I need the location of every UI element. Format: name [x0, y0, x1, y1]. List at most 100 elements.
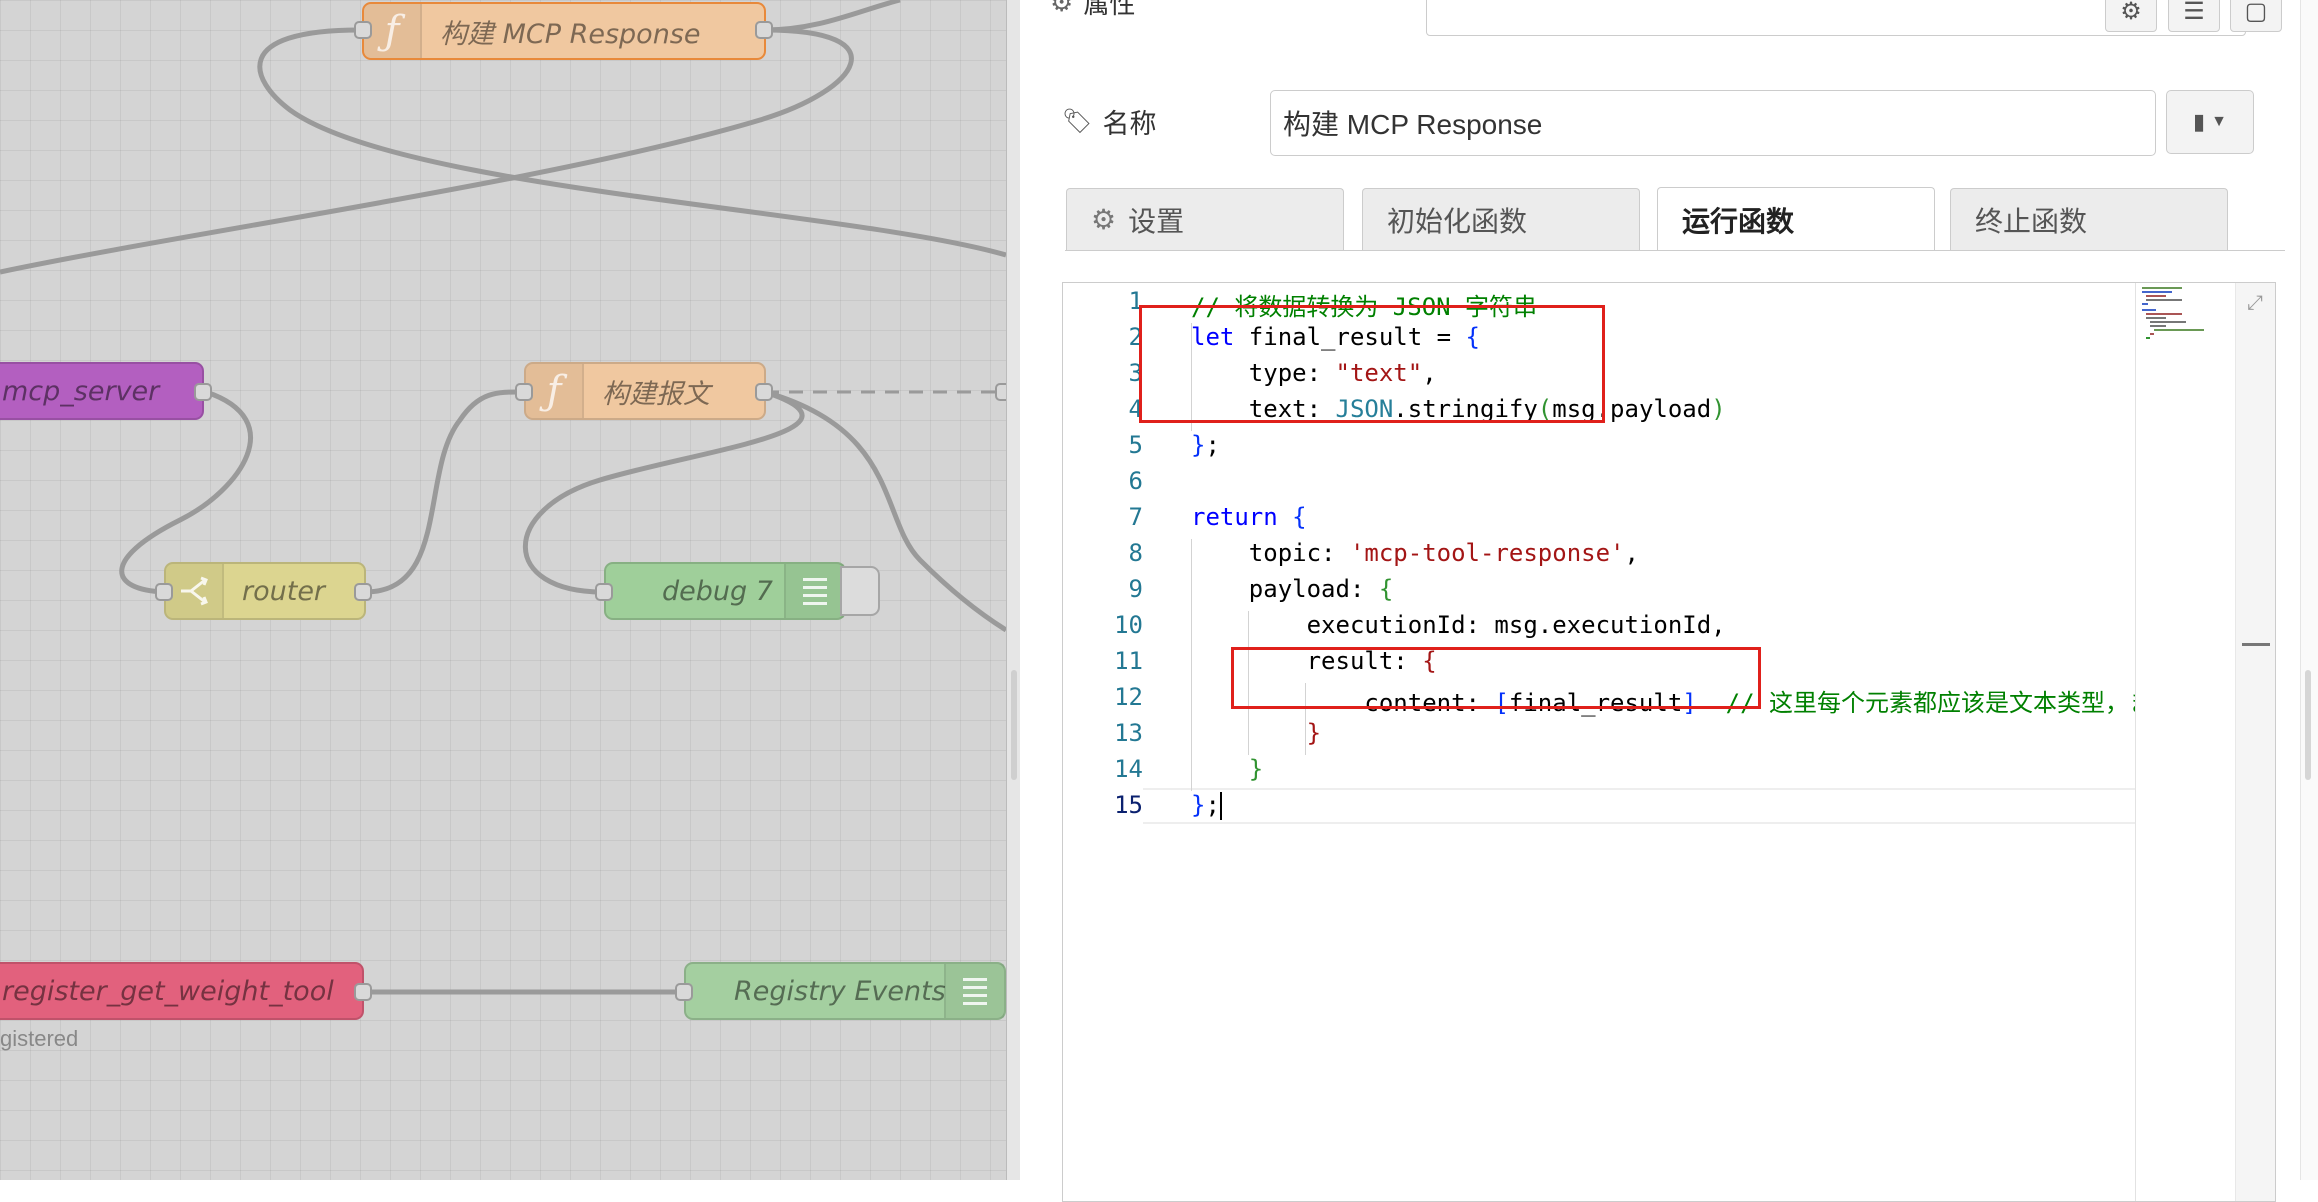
chevron-down-icon: ▼	[2211, 113, 2227, 130]
gear-icon: ⚙	[2120, 0, 2142, 25]
code-bracket: {	[1378, 575, 1394, 603]
input-port[interactable]	[595, 583, 613, 601]
appearance-button[interactable]: ▢	[2230, 0, 2282, 32]
code-text: msg.payload	[1552, 395, 1712, 423]
tab-label: 设置	[1128, 205, 1185, 237]
node-build-message[interactable]: ƒ 构建报文	[524, 362, 766, 420]
node-label: Registry Events	[734, 975, 946, 1007]
settings-button[interactable]: ⚙	[2105, 0, 2157, 32]
code-text: type:	[1191, 359, 1336, 387]
document-icon: ☰	[2183, 0, 2205, 25]
annotation-box	[1139, 305, 1605, 423]
node-label: debug 7	[662, 575, 773, 607]
wire	[119, 389, 253, 595]
menu-icon	[944, 964, 1004, 1018]
tab-label: 初始化函数	[1387, 205, 1528, 237]
scrollbar-thumb[interactable]	[2305, 670, 2311, 780]
code-bracket: {	[1465, 323, 1480, 351]
output-port[interactable]	[354, 583, 372, 601]
code-string: "text"	[1335, 359, 1423, 387]
input-port[interactable]	[995, 383, 1006, 401]
node-build-mcp-response[interactable]: ƒ 构建 MCP Response	[362, 2, 766, 60]
node-register-tool[interactable]: register_get_weight_tool	[0, 962, 364, 1020]
input-port[interactable]	[515, 383, 533, 401]
code-text: executionId: msg.executionId,	[1191, 611, 1726, 639]
name-label: 🏷 名称	[1062, 102, 1156, 141]
code-text: ;	[1205, 791, 1220, 819]
expand-editor-button[interactable]: ⤢	[2241, 289, 2269, 317]
function-icon: ƒ	[364, 4, 422, 58]
tab-settings[interactable]: ⚙ 设置	[1066, 188, 1344, 250]
debug-toggle-button[interactable]	[840, 566, 880, 616]
line-number: 5	[1128, 431, 1143, 459]
code-line-7: return {	[1191, 503, 1307, 531]
code-text: ,	[1624, 539, 1639, 567]
text-caret	[1219, 792, 1222, 820]
node-mcp-server[interactable]: mcp_server	[0, 362, 204, 420]
input-port[interactable]	[354, 21, 372, 39]
wire	[364, 389, 526, 595]
indent-guide	[1248, 611, 1249, 755]
code-line-5: };	[1191, 431, 1220, 459]
function-icon: ƒ	[526, 364, 584, 418]
minimap-preview	[2142, 287, 2204, 339]
line-number: 11	[1114, 647, 1143, 675]
output-port[interactable]	[755, 383, 773, 401]
node-router[interactable]: router	[164, 562, 366, 620]
panel-scrollbar[interactable]	[2300, 0, 2318, 1180]
node-debug[interactable]: debug 7	[604, 562, 846, 620]
node-label: 构建 MCP Response	[440, 18, 701, 50]
wire	[257, 27, 1006, 258]
library-button[interactable]: ▮ ▼	[2166, 90, 2254, 154]
expand-icon: ⤢	[2247, 291, 2263, 314]
code-editor[interactable]: 1 2 3 4 5 6 7 8 9 10 11 12 13 14 15 // 将…	[1062, 282, 2276, 1202]
tab-label: 运行函数	[1682, 205, 1795, 237]
tag-icon: 🏷	[1062, 108, 1093, 135]
input-port[interactable]	[675, 983, 693, 1001]
name-label-text: 名称	[1102, 109, 1157, 139]
properties-panel: ⚙ 属性 ⚙ ☰ ▢ 🏷 名称 构建 MCP Response ▮ ▼ ⚙ 设置…	[1020, 0, 2318, 1202]
code-text: topic:	[1191, 539, 1350, 567]
splitter-grip[interactable]	[1011, 670, 1017, 780]
tab-run-function[interactable]: 运行函数	[1657, 187, 1935, 251]
node-label: register_get_weight_tool	[2, 975, 334, 1007]
code-text: ,	[1422, 359, 1437, 387]
editor-minimap[interactable]	[2135, 283, 2236, 1201]
indent-guide	[1191, 323, 1192, 431]
editor-scrollbar[interactable]	[2235, 283, 2275, 1201]
window-icon: ▢	[2244, 0, 2268, 25]
tab-divider	[1065, 250, 2285, 251]
code-text: .stringify	[1393, 395, 1538, 423]
tab-init-function[interactable]: 初始化函数	[1362, 188, 1640, 250]
node-status-text: gistered	[0, 1026, 79, 1051]
input-port[interactable]	[155, 583, 173, 601]
line-number: 15	[1114, 791, 1143, 819]
switch-icon	[166, 564, 224, 618]
code-bracket: {	[1422, 647, 1437, 675]
properties-header: ⚙ 属性	[1050, 0, 1135, 21]
code-line-15: };	[1191, 791, 1222, 820]
code-line-11: result: {	[1191, 647, 1437, 675]
code-text: payload:	[1191, 575, 1379, 603]
line-number: 4	[1128, 395, 1143, 423]
output-port[interactable]	[354, 983, 372, 1001]
indent-guide	[1305, 683, 1306, 755]
scrollbar-thumb[interactable]	[2242, 643, 2270, 646]
gear-icon: ⚙	[1050, 0, 1074, 17]
panel-splitter[interactable]	[1006, 0, 1021, 1180]
code-comment: // 这里每个元素都应该是文本类型，ま	[1696, 689, 2153, 717]
code-line-9: payload: {	[1191, 575, 1394, 603]
output-port[interactable]	[755, 21, 773, 39]
wire	[764, 389, 1006, 633]
current-line-highlight	[1143, 788, 2193, 824]
description-button[interactable]: ☰	[2168, 0, 2220, 32]
name-input[interactable]: 构建 MCP Response	[1270, 90, 2156, 156]
code-line-2: let final_result = {	[1191, 323, 1480, 351]
tab-close-function[interactable]: 终止函数	[1950, 188, 2228, 250]
flow-canvas[interactable]: ƒ 构建 MCP Response mcp_server ƒ 构建报文 rout…	[0, 0, 1006, 1180]
indent-guide	[1191, 539, 1192, 791]
node-registry-events[interactable]: Registry Events	[684, 962, 1006, 1020]
line-number: 7	[1128, 503, 1143, 531]
code-type: JSON	[1335, 395, 1394, 423]
output-port[interactable]	[194, 383, 212, 401]
